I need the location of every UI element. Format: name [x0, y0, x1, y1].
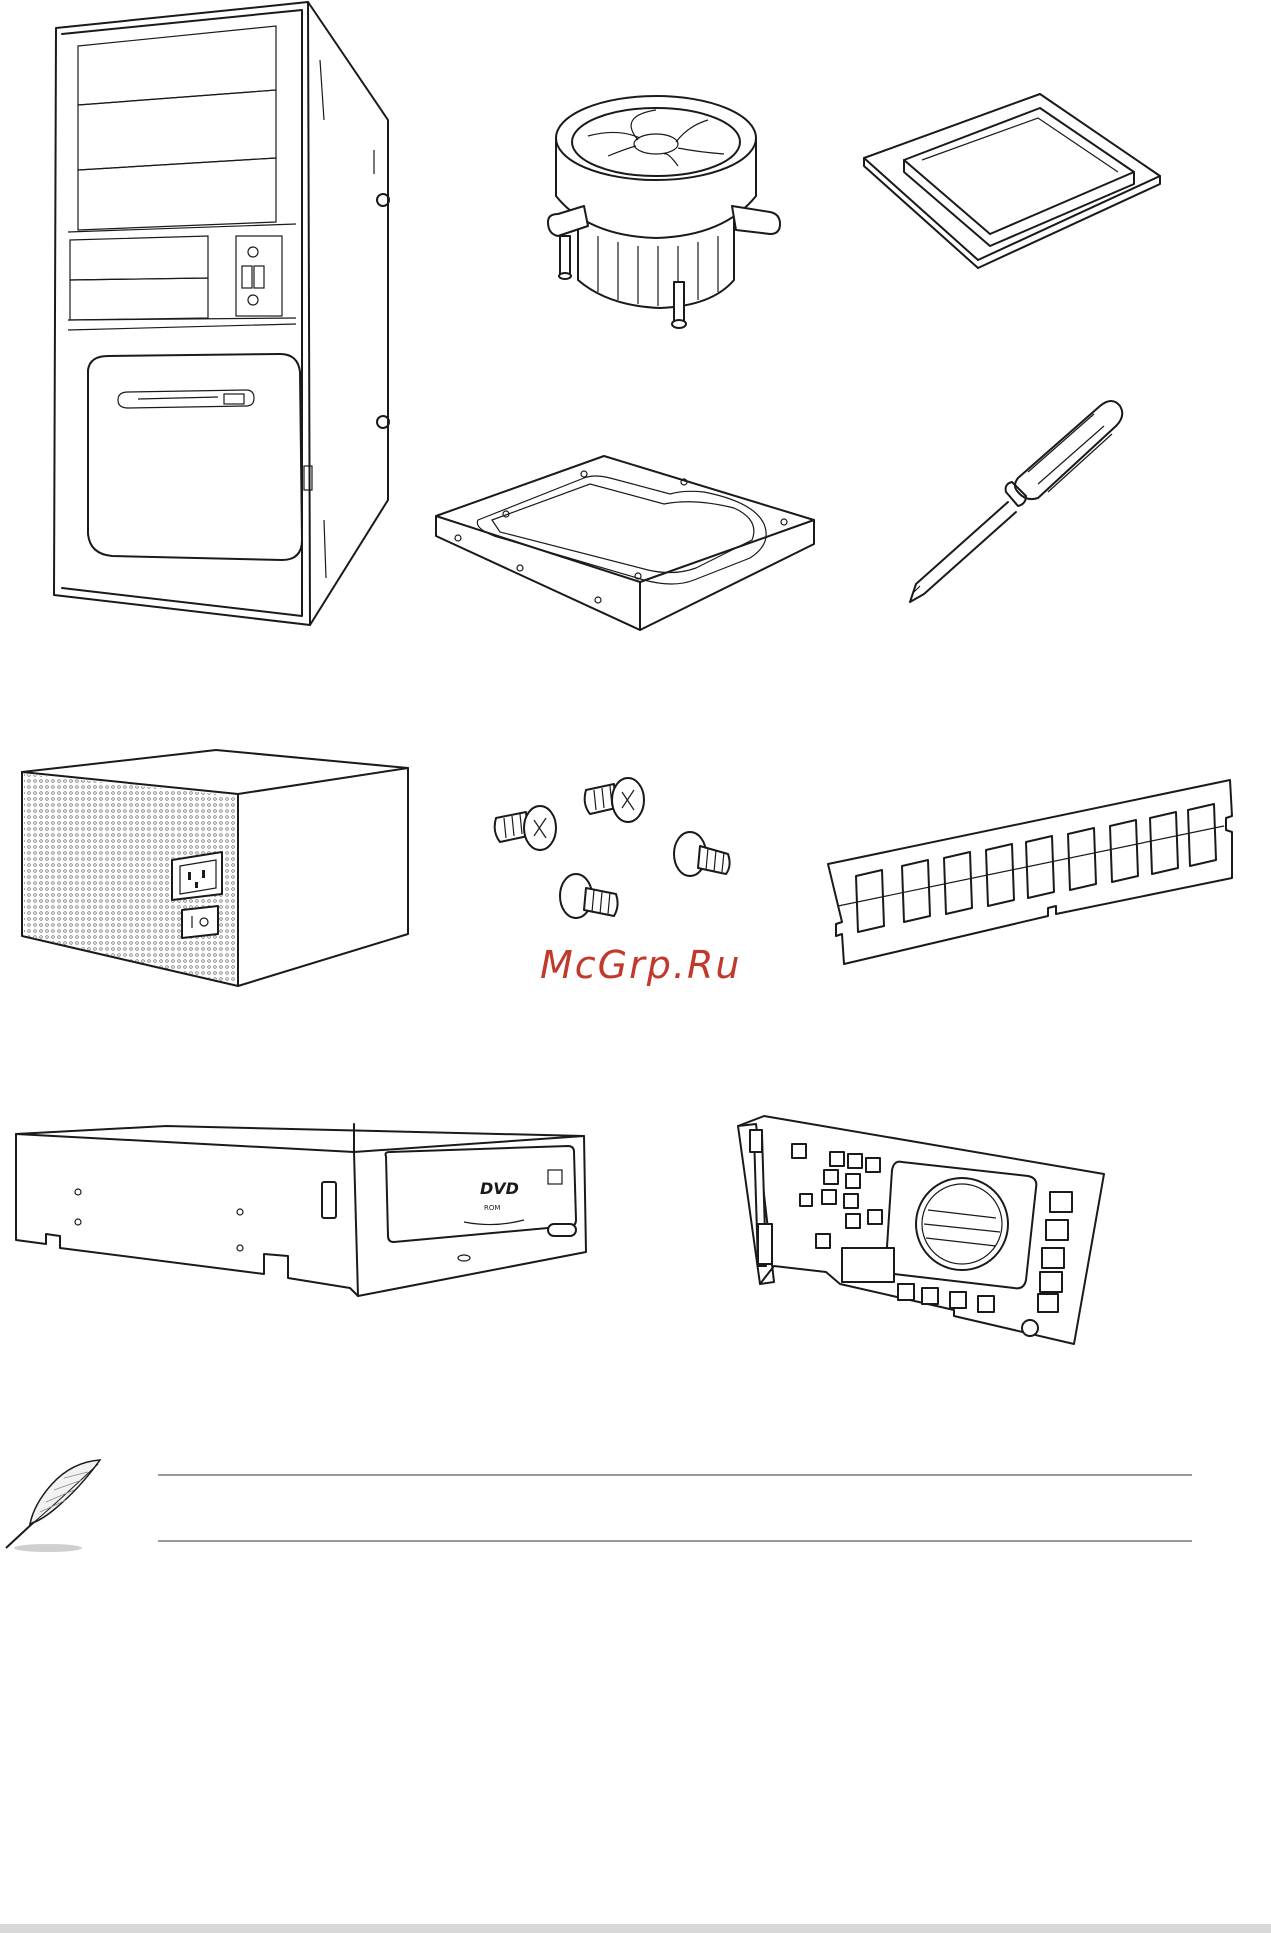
cpu-illustration [862, 92, 1164, 266]
note-feather-icon [2, 1458, 102, 1558]
watermark-text: McGrp.Ru [540, 940, 760, 990]
power-supply-illustration [20, 748, 410, 988]
dvd-logo: DVD [480, 1179, 519, 1198]
memory-module-illustration [826, 778, 1236, 966]
note-bottom-rule [158, 1540, 1192, 1542]
optical-drive-illustration: DVD ROM [14, 1124, 590, 1296]
page-footer-bar [0, 1924, 1271, 1933]
pc-chassis-illustration [48, 0, 388, 630]
screws-illustration [490, 772, 734, 926]
hard-disk-illustration [434, 454, 816, 630]
screwdriver-illustration [898, 396, 1122, 610]
graphics-card-illustration [734, 1114, 1106, 1344]
note-top-rule [158, 1474, 1192, 1476]
rom-label: ROM [484, 1204, 500, 1212]
cpu-fan-illustration [548, 96, 780, 332]
